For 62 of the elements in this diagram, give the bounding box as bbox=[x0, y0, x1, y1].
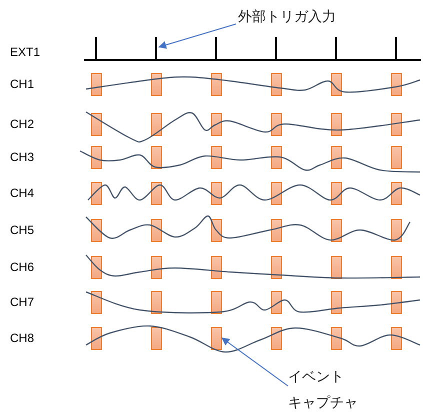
capture-window bbox=[91, 113, 102, 136]
capture-window bbox=[271, 146, 282, 169]
capture-window bbox=[271, 256, 282, 279]
channel-label: CH4 bbox=[10, 186, 34, 200]
capture-window bbox=[151, 327, 162, 350]
capture-window bbox=[91, 327, 102, 350]
capture-window bbox=[91, 256, 102, 279]
capture-window bbox=[151, 291, 162, 314]
capture-window bbox=[151, 146, 162, 169]
channel-label: CH3 bbox=[10, 150, 34, 164]
channel-label: CH1 bbox=[10, 77, 34, 91]
capture-window bbox=[391, 327, 402, 350]
capture-window bbox=[91, 182, 102, 205]
leader-line bbox=[221, 338, 288, 386]
capture-window bbox=[331, 146, 342, 169]
capture-window bbox=[331, 182, 342, 205]
capture-window bbox=[271, 182, 282, 205]
capture-window bbox=[211, 73, 222, 96]
capture-window bbox=[271, 113, 282, 136]
capture-window bbox=[271, 73, 282, 96]
capture-window bbox=[91, 219, 102, 242]
capture-window bbox=[151, 219, 162, 242]
capture-window bbox=[211, 291, 222, 314]
channel-label: CH2 bbox=[10, 117, 34, 131]
channel-label: CH8 bbox=[10, 331, 34, 345]
capture-window bbox=[211, 146, 222, 169]
capture-window bbox=[211, 182, 222, 205]
capture-window bbox=[211, 327, 222, 350]
capture-window bbox=[151, 113, 162, 136]
channel-label: CH5 bbox=[10, 223, 34, 237]
callout-text: イベント bbox=[288, 368, 358, 385]
capture-window bbox=[391, 113, 402, 136]
capture-window bbox=[391, 182, 402, 205]
capture-window bbox=[91, 146, 102, 169]
capture-window bbox=[331, 256, 342, 279]
channel-label: CH6 bbox=[10, 260, 34, 274]
capture-window bbox=[331, 327, 342, 350]
leader-line bbox=[158, 24, 236, 49]
capture-window bbox=[271, 291, 282, 314]
callout-text: キャプチャ bbox=[288, 394, 358, 411]
capture-window bbox=[331, 73, 342, 96]
callout-text: 外部トリガ入力 bbox=[238, 8, 336, 25]
capture-window bbox=[391, 146, 402, 169]
channel-label: EXT1 bbox=[10, 45, 40, 59]
capture-window bbox=[391, 73, 402, 96]
capture-window bbox=[151, 256, 162, 279]
capture-window bbox=[151, 73, 162, 96]
capture-window bbox=[151, 182, 162, 205]
capture-window bbox=[91, 291, 102, 314]
capture-window bbox=[211, 219, 222, 242]
capture-window bbox=[391, 256, 402, 279]
capture-window bbox=[391, 219, 402, 242]
capture-window bbox=[331, 219, 342, 242]
capture-window bbox=[211, 256, 222, 279]
capture-window bbox=[391, 291, 402, 314]
capture-window bbox=[271, 327, 282, 350]
capture-window bbox=[271, 219, 282, 242]
capture-window bbox=[331, 291, 342, 314]
capture-window bbox=[331, 113, 342, 136]
channel-label: CH7 bbox=[10, 295, 34, 309]
capture-window bbox=[211, 113, 222, 136]
capture-window bbox=[91, 73, 102, 96]
